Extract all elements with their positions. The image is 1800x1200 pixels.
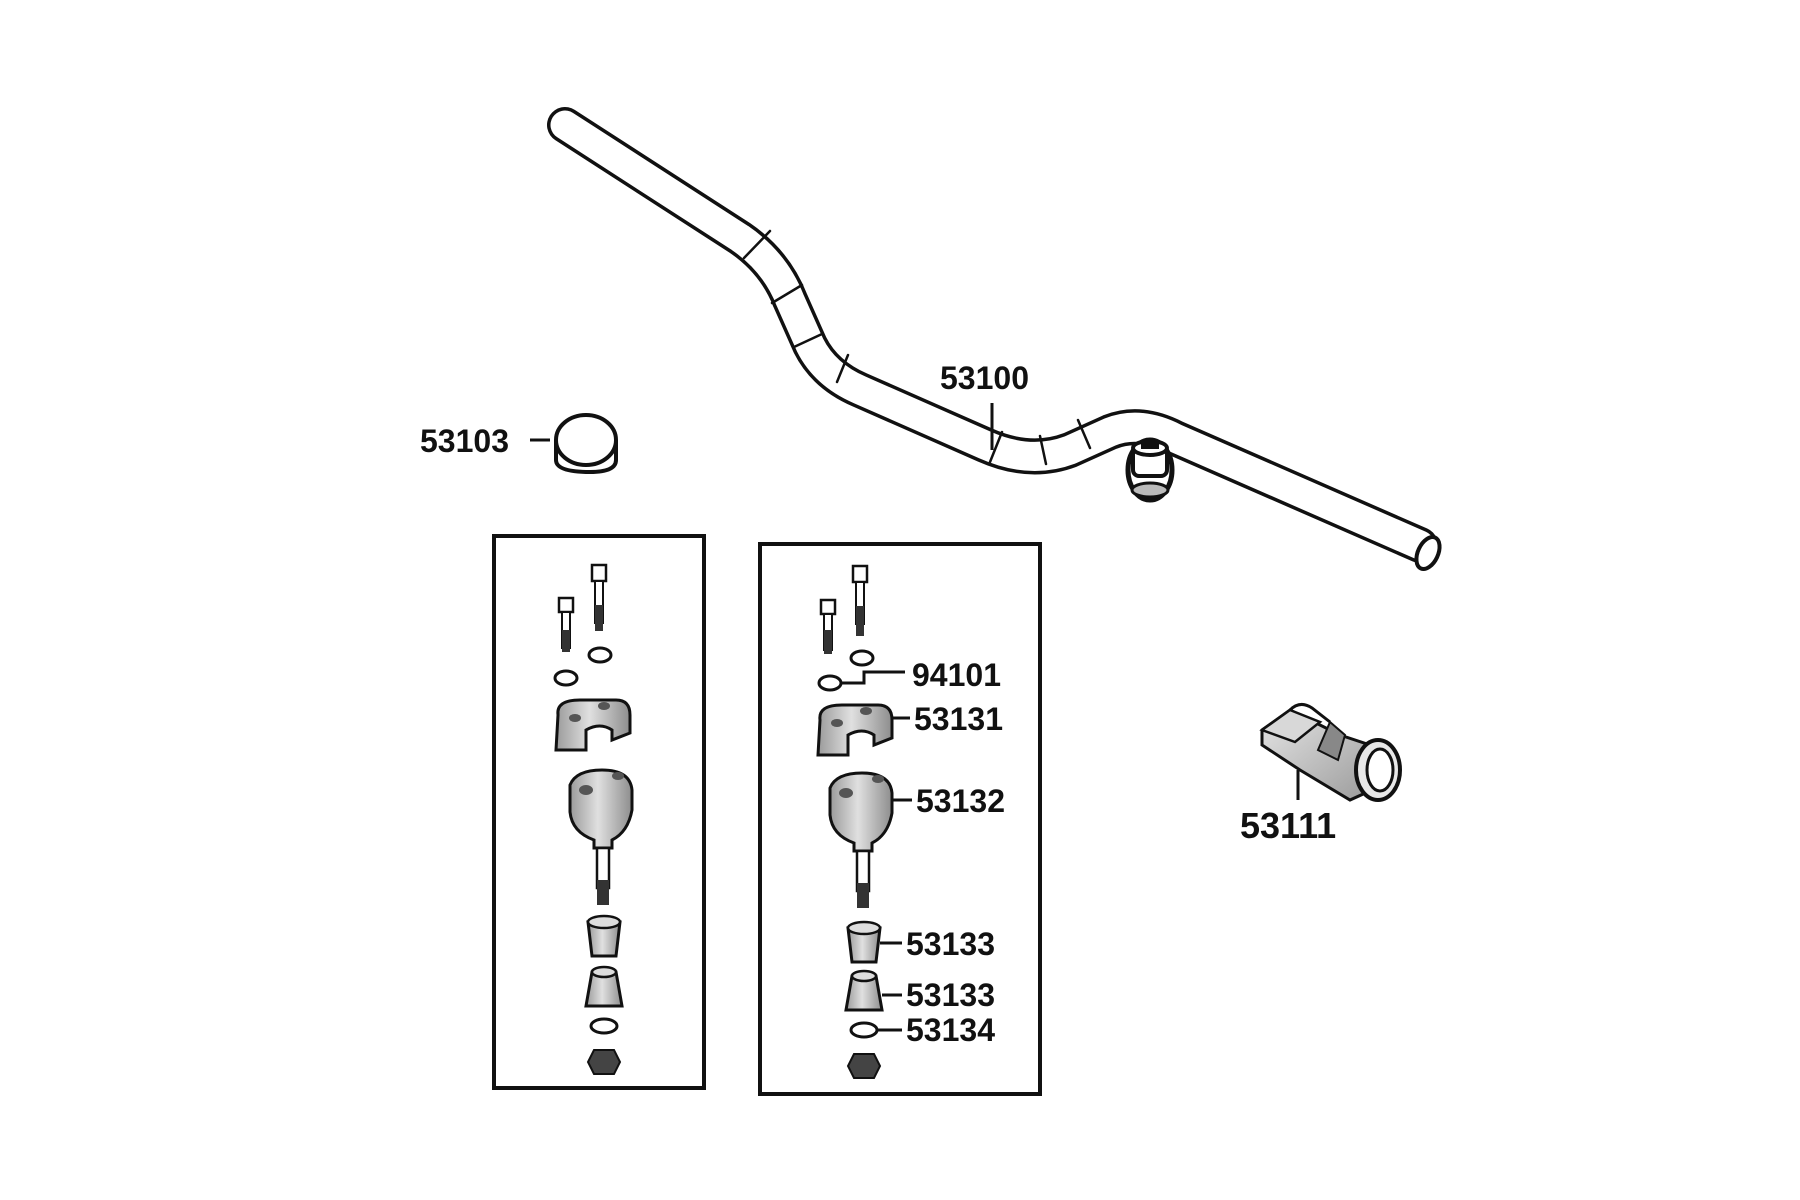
riser bbox=[568, 768, 634, 850]
bend-line bbox=[988, 430, 1004, 464]
handlebar-tube-inner bbox=[550, 110, 1435, 560]
throttle-grip bbox=[1259, 703, 1402, 802]
label-53100: 53100 bbox=[940, 360, 1029, 396]
washer bbox=[553, 669, 579, 687]
handlebar-end-right bbox=[1414, 535, 1442, 571]
bolt-long bbox=[851, 564, 869, 636]
assembly-box-left bbox=[492, 534, 706, 1090]
assembly-right bbox=[816, 564, 912, 1079]
bend-line bbox=[1076, 418, 1092, 450]
label-53131: 53131 bbox=[914, 701, 1003, 737]
bend-line bbox=[770, 283, 804, 305]
label-53132: 53132 bbox=[916, 783, 1005, 819]
label-53111: 53111 bbox=[1240, 805, 1336, 846]
bend-line bbox=[1038, 434, 1048, 466]
washer bbox=[817, 674, 843, 692]
assembly-left bbox=[553, 563, 634, 1075]
label-53133-upper: 53133 bbox=[906, 926, 995, 962]
washer bbox=[589, 1017, 619, 1035]
bolt-short bbox=[819, 598, 837, 654]
bolt-short bbox=[557, 596, 575, 652]
bar-end-cap bbox=[530, 413, 618, 475]
throttle-clamp bbox=[1125, 437, 1175, 503]
washer bbox=[849, 1021, 879, 1039]
bolt-long bbox=[590, 563, 608, 631]
handlebar bbox=[547, 107, 1442, 571]
washer bbox=[849, 649, 875, 667]
label-94101: 94101 bbox=[912, 657, 1001, 693]
upper-clamp bbox=[554, 698, 632, 752]
leader-94101 bbox=[842, 670, 875, 685]
bend-line bbox=[742, 229, 772, 260]
riser bbox=[828, 771, 894, 853]
label-53103: 53103 bbox=[420, 423, 509, 459]
label-53133-lower: 53133 bbox=[906, 977, 995, 1013]
label-53134: 53134 bbox=[906, 1012, 995, 1048]
washer bbox=[587, 646, 613, 664]
nut bbox=[846, 1053, 882, 1079]
bend-line bbox=[835, 353, 850, 384]
assembly-box-right bbox=[758, 542, 1042, 1096]
upper-clamp bbox=[816, 703, 894, 757]
bend-line bbox=[792, 332, 824, 349]
nut bbox=[586, 1049, 622, 1075]
